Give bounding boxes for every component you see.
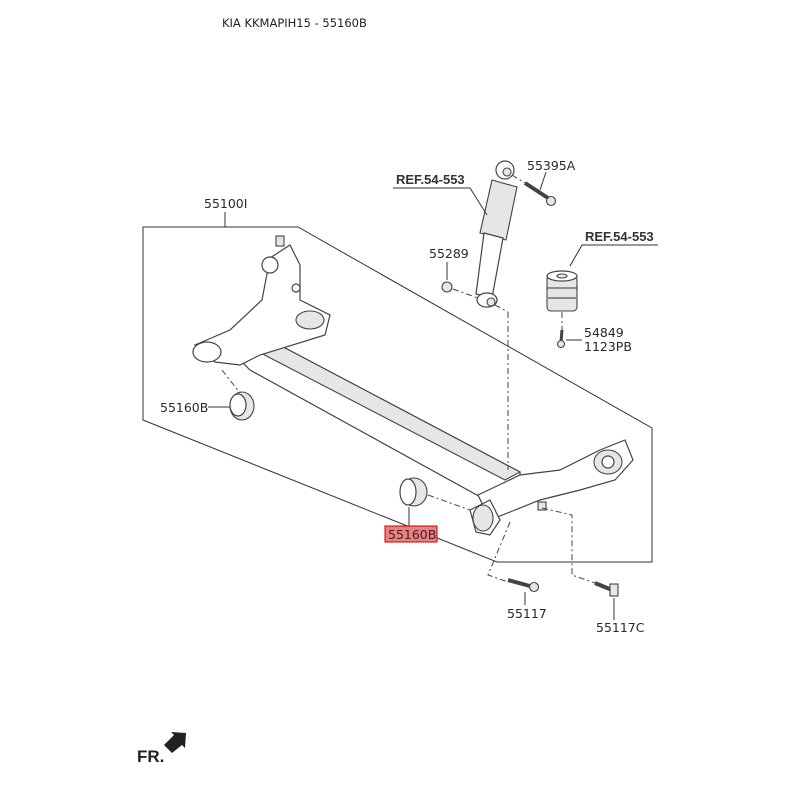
label-55100i[interactable]: 55100I: [204, 196, 247, 211]
bushing-right[interactable]: [399, 477, 428, 507]
leader-55395a: [539, 171, 547, 191]
dash-bolt-right: [541, 507, 596, 584]
leader-shock-ref: [393, 187, 488, 216]
dash-shock-bottom: [494, 304, 509, 313]
label-55289[interactable]: 55289: [429, 246, 469, 261]
label-55117c[interactable]: 55117C: [596, 620, 645, 635]
rear-axle-beam[interactable]: [192, 235, 634, 536]
bolt-55117[interactable]: [507, 578, 540, 593]
dash-shock-bolt: [511, 174, 526, 184]
front-direction-label: FR.: [137, 747, 164, 766]
shock-absorber[interactable]: [475, 160, 518, 308]
shock-bolt-55395a[interactable]: [523, 181, 557, 207]
dash-bolt-left: [487, 521, 511, 583]
dash-nut: [452, 288, 479, 299]
leader-bumper-ref: [569, 244, 658, 267]
highlight-box: [384, 525, 438, 543]
dash-bushing-right: [427, 494, 471, 511]
label-55395a[interactable]: 55395A: [527, 158, 576, 173]
bolt-55117c[interactable]: [594, 581, 619, 597]
front-arrow-icon: [164, 732, 186, 753]
label-bushing-highlighted[interactable]: 55160B: [388, 527, 436, 542]
bump-stopper[interactable]: [546, 270, 578, 312]
label-1123pb[interactable]: 1123PB: [584, 339, 632, 354]
dash-bushing-left: [221, 369, 241, 394]
label-bumper-ref[interactable]: REF.54-553: [585, 229, 654, 244]
label-bushing-left[interactable]: 55160B: [160, 400, 208, 415]
label-shock-ref[interactable]: REF.54-553: [396, 172, 465, 187]
diagram-title: KIA KKMAPIH15 - 55160B: [222, 16, 367, 30]
bumper-screw[interactable]: [556, 329, 566, 349]
bushing-left[interactable]: [229, 391, 255, 421]
label-55117[interactable]: 55117: [507, 606, 547, 621]
nut-55289[interactable]: [441, 281, 453, 293]
label-54849[interactable]: 54849: [584, 325, 624, 340]
assembly-boundary: [142, 226, 653, 563]
